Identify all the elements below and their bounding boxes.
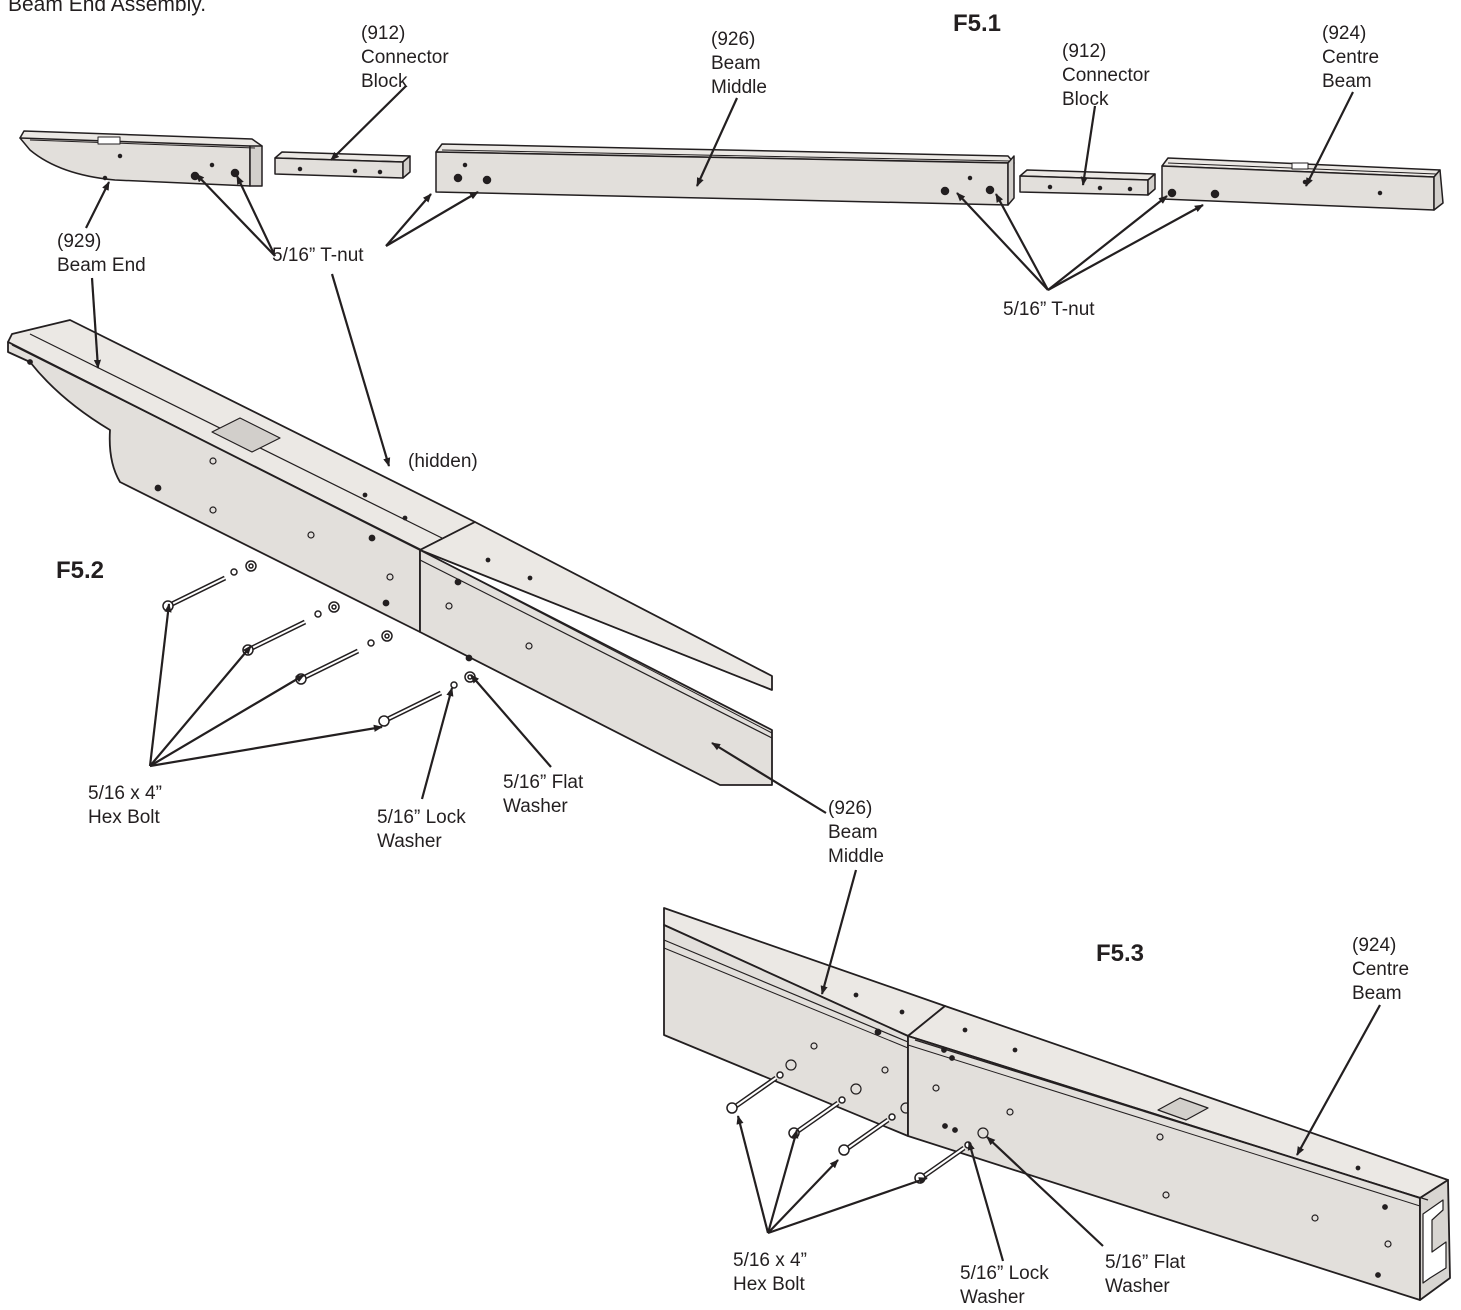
label-hex-bolt-f52: 5/16 x 4”Hex Bolt [88,783,162,828]
page-title: Beam End Assembly. [8,0,207,16]
leader-arrows [85,85,1381,1262]
f52-beam-middle [362,492,773,786]
label-t-nut-right: 5/16” T-nut [1003,299,1095,320]
figure-label-f5-1: F5.1 [953,10,1002,37]
label-hidden: (hidden) [408,451,478,472]
f53-bolts [726,1071,972,1184]
label-hex-bolt-f53: 5/16 x 4”Hex Bolt [733,1250,807,1295]
figure-label-f5-2: F5.2 [56,557,105,584]
f53-beam-middle [663,907,946,1137]
f52-beam-end [7,319,476,633]
f51-beam-middle-part [435,143,1015,206]
f51-connector-block-left [274,151,411,179]
f51-centre-beam-part [1161,157,1444,211]
label-beam-end: (929)Beam End [57,231,146,276]
f51-connector-block-right [1019,169,1156,196]
f53-centre-beam [907,1005,1451,1301]
figure-label-f5-3: F5.3 [1096,940,1145,967]
f51-beam-end-part [19,130,263,187]
label-t-nut-left: 5/16” T-nut [272,245,364,266]
